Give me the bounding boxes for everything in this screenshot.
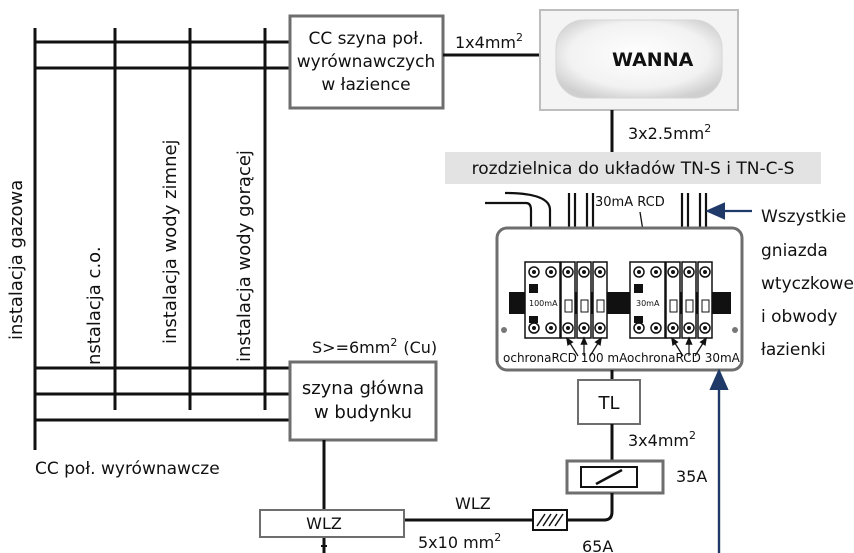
co-pipe-label: instalacja c.o. (84, 246, 105, 370)
breaker-35a (565, 459, 665, 495)
rcd-100ma-module: 100mA (524, 261, 561, 339)
protection-label-100: ochronaRCD 100 mA (503, 351, 628, 365)
wlz-cable-bottom-label: 5x10 mm2 (418, 531, 501, 552)
bathtub-label: WANNA (612, 49, 694, 71)
rcd-30ma-module: 30mA (629, 261, 666, 339)
switchboard-banner (445, 152, 821, 184)
pipes-group (33, 28, 267, 450)
tub-cable-label: 3x2.5mm2 (628, 122, 711, 143)
switchboard-title: rozdzielnica do układów TN-S i TN-C-S (472, 159, 795, 179)
bathtub: WANNA (539, 9, 739, 111)
main-bus-line2: w budynku (314, 402, 412, 423)
fuse-65a (532, 509, 568, 531)
bathroom-bus-line3: w łazience (321, 75, 410, 95)
hot-water-pipe-label: instalacja wody gorącej (234, 150, 255, 362)
note-line-2: gniazda (761, 241, 828, 261)
bathroom-bus-line1: CC szyna poł. (308, 29, 423, 49)
tl-meter-box: TL (577, 379, 641, 425)
rcd-label: 30mA RCD (595, 195, 665, 210)
bathroom-bus-line2: wyrównawczych (297, 52, 435, 72)
cc-caption: CC poł. wyrównawcze (35, 459, 220, 479)
bus-to-tub-cable-label: 1x4mm2 (455, 31, 523, 52)
fuse-65-label: 65A (582, 537, 613, 553)
main-bus-line1: szyna główna (302, 378, 424, 399)
wlz-box: WLZ (259, 509, 405, 538)
wlz-box-label: WLZ (306, 514, 342, 533)
protection-arrows (566, 336, 707, 357)
breaker-35-label: 35A (676, 467, 707, 486)
bathroom-bonding-bus: CC szyna poł. wyrównawczych w łazience (288, 14, 445, 110)
bonding-wires (35, 40, 290, 422)
mcb-group-right (665, 261, 713, 339)
main-building-bus: szyna główna w budynku (288, 360, 438, 442)
breaker-to-fuse-wire (567, 493, 614, 522)
rcd-100-tag: 100mA (529, 299, 558, 308)
frame-screw-right (732, 327, 738, 333)
wlz-cable-top-label: WLZ (455, 494, 491, 513)
main-bus-cable-label: S>=6mm2(Cu) (312, 336, 437, 357)
protection-label-30: ochronaRCD 30mA (627, 351, 741, 365)
tl-label: TL (597, 393, 619, 414)
feed-cable-label: 3x4mm2 (628, 429, 696, 450)
note-line-4: i obwody (761, 307, 837, 327)
gas-pipe-label: instalacja gazowa (6, 180, 27, 340)
frame-screw-left (501, 327, 507, 333)
note-line-5: łazienki (761, 340, 826, 360)
rcd-30-tag: 30mA (636, 299, 660, 308)
note-line-1: Wszystkie (761, 207, 846, 227)
mcb-group-left (560, 261, 608, 339)
note-line-3: wtyczkowe (761, 274, 854, 294)
cold-water-pipe-label: instalacja wody zimnej (160, 139, 181, 344)
